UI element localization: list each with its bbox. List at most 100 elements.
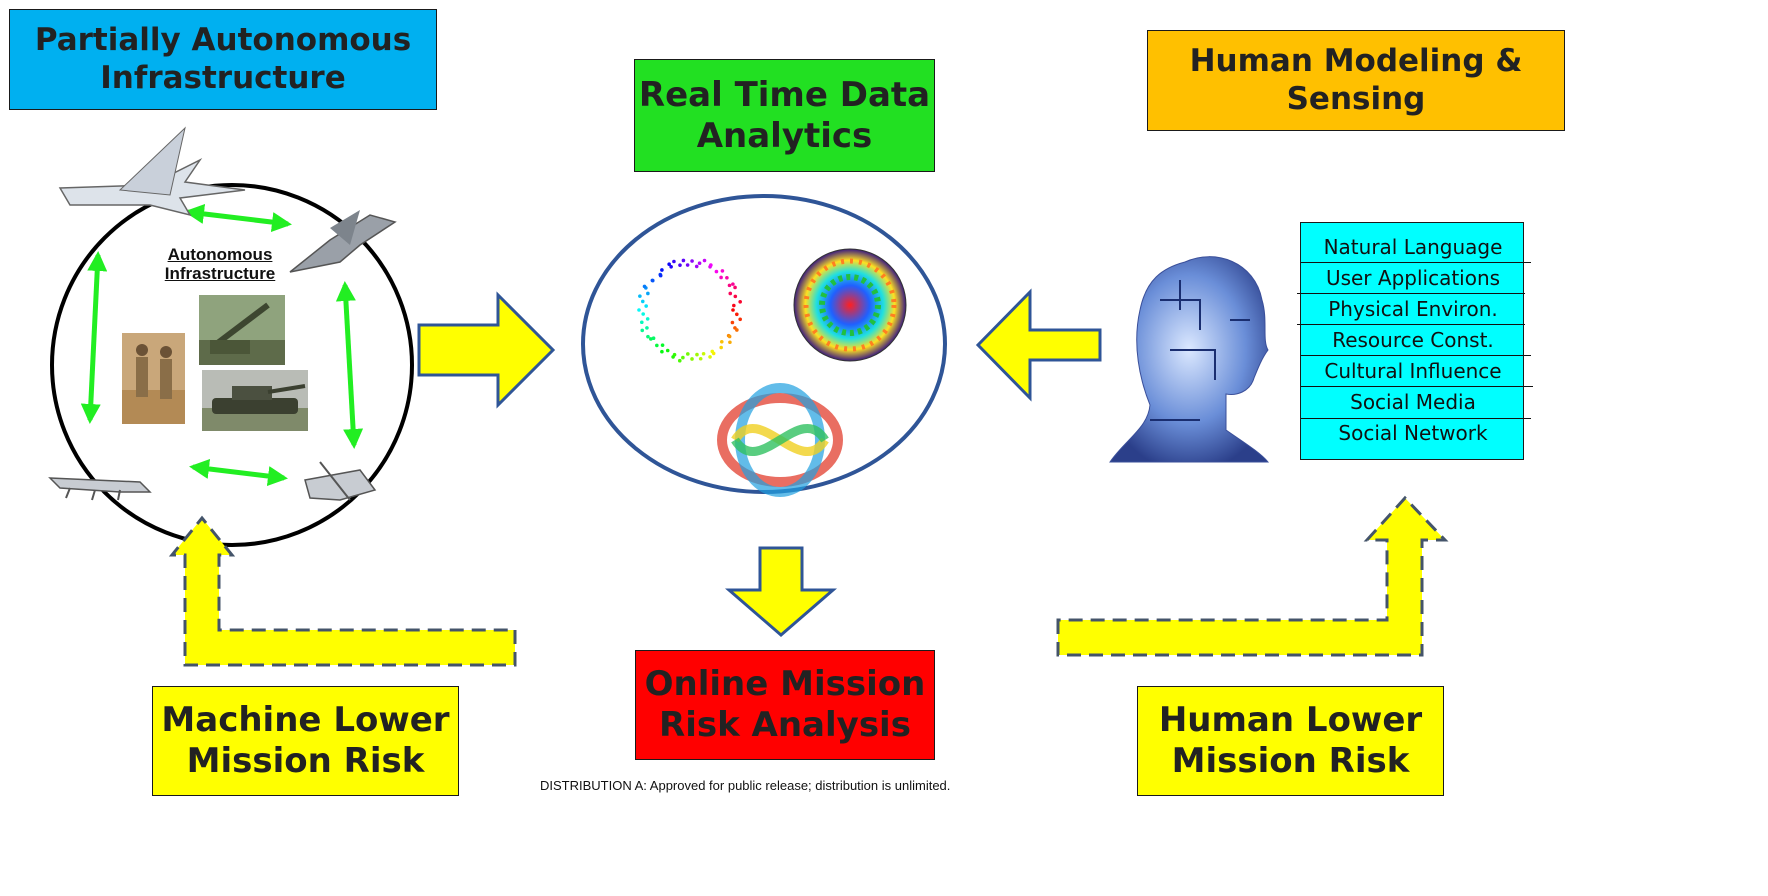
scatter-dot xyxy=(738,299,742,304)
scatter-dot xyxy=(735,328,739,332)
scatter-dot xyxy=(732,303,736,308)
uav-global-hawk-image xyxy=(58,126,246,217)
scatter-dot xyxy=(646,334,650,339)
tank-photo xyxy=(202,370,308,431)
factor-item: Cultural Influence xyxy=(1324,359,1502,383)
green-arrow-bottom xyxy=(189,458,288,487)
predator-drone-image xyxy=(304,461,377,501)
machine-feedback-arrow xyxy=(168,515,517,667)
scatter-dot xyxy=(728,340,732,345)
green-arrow-top xyxy=(184,203,292,233)
factor-item: Social Network xyxy=(1338,421,1488,445)
scatter-dot xyxy=(640,328,645,333)
scatter-dot xyxy=(735,312,739,317)
scatter-dot xyxy=(731,308,735,312)
factor-divider xyxy=(1297,293,1525,294)
factor-divider xyxy=(1301,262,1531,263)
scatter-dot xyxy=(728,291,733,296)
scatter-dot xyxy=(733,285,737,290)
scatter-dot xyxy=(686,352,690,356)
green-arrow-left xyxy=(80,251,108,424)
scatter-dot xyxy=(709,263,713,267)
scatter-dot xyxy=(655,343,659,348)
scatter-dot xyxy=(738,317,742,322)
scatter-dot xyxy=(710,349,715,354)
human-head-image xyxy=(1109,256,1270,463)
scatter-dot xyxy=(667,262,671,267)
factor-divider xyxy=(1297,324,1525,325)
scatter-dot xyxy=(731,282,735,286)
scatter-dot xyxy=(690,357,694,361)
distribution-statement: DISTRIBUTION A: Approved for public rele… xyxy=(540,778,951,793)
scatter-dot xyxy=(719,275,723,280)
fighter-jet-image xyxy=(289,210,397,273)
infrastructure-circle xyxy=(50,183,414,547)
scatter-dot xyxy=(660,349,664,354)
scatter-dot xyxy=(719,345,723,350)
scatter-dot xyxy=(669,264,673,269)
scatter-dot xyxy=(638,294,642,298)
scatter-dot xyxy=(641,312,645,316)
factor-divider xyxy=(1301,386,1533,387)
scatter-dot xyxy=(697,261,702,266)
human-feedback-arrow xyxy=(1056,495,1449,657)
scatter-dot xyxy=(645,326,649,330)
scatter-dot xyxy=(658,273,663,278)
scatter-dot xyxy=(651,336,656,341)
factor-item: Natural Language xyxy=(1323,235,1503,259)
autonomous-infrastructure-label: Autonomous Infrastructure xyxy=(164,245,276,283)
scatter-dot xyxy=(678,263,682,267)
knot-surface-visual xyxy=(717,383,843,497)
factor-item: Physical Environ. xyxy=(1328,297,1498,321)
scatter-dot xyxy=(677,358,682,363)
scatter-dot xyxy=(708,355,712,359)
scatter-dot xyxy=(646,291,650,296)
scatter-dot xyxy=(727,334,732,339)
scatter-dot xyxy=(649,337,653,341)
scatter-dot xyxy=(698,356,703,361)
scatter-dot xyxy=(640,299,645,304)
scatter-dot xyxy=(637,308,641,312)
scatter-dot xyxy=(665,348,670,353)
scatter-dot xyxy=(644,304,648,308)
scatter-dot xyxy=(702,258,707,263)
scatter-dot xyxy=(714,269,719,274)
reaper-drone-image xyxy=(48,477,152,501)
green-arrow-right xyxy=(335,281,364,449)
scatter-dot xyxy=(650,278,655,283)
scatter-ring-visual xyxy=(637,258,742,363)
scatter-dot xyxy=(695,352,699,357)
scatter-dot xyxy=(660,268,664,272)
scatter-dot xyxy=(685,263,690,267)
scatter-dot xyxy=(672,259,676,264)
scatter-dot xyxy=(642,284,647,289)
missile-launcher-photo xyxy=(199,295,285,365)
factor-item: Resource Const. xyxy=(1332,328,1494,352)
scatter-dot xyxy=(727,283,732,288)
title-human-modeling-sensing: Human Modeling &Sensing xyxy=(1147,30,1565,131)
scatter-dot xyxy=(733,294,738,299)
scatter-dot xyxy=(694,264,699,269)
scatter-dot xyxy=(720,269,725,273)
scatter-dot xyxy=(730,320,735,325)
scatter-dot xyxy=(719,340,724,344)
factor-divider xyxy=(1301,418,1531,419)
scatter-dot xyxy=(660,343,665,347)
factor-divider xyxy=(1301,355,1531,356)
factor-item: Social Media xyxy=(1350,390,1476,414)
scatter-dot xyxy=(701,351,706,356)
arrow-to-analytics xyxy=(417,291,556,409)
scatter-dot xyxy=(725,275,729,280)
spectral-disc-visual xyxy=(793,248,907,362)
scatter-dot xyxy=(645,317,650,321)
soldiers-photo xyxy=(122,333,185,424)
scatter-dot xyxy=(640,320,644,325)
arrow-to-online xyxy=(724,546,838,637)
diagram-canvas xyxy=(48,126,1449,667)
arrow-from-human xyxy=(975,288,1102,402)
